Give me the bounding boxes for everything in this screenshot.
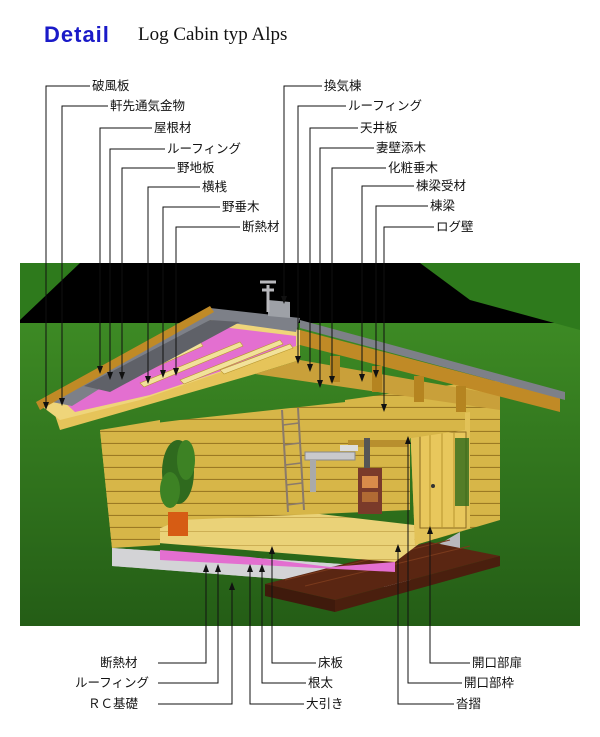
page-title: Detail: [44, 22, 110, 47]
label-batten: 横桟: [202, 179, 228, 194]
label-roofing-material: 屋根材: [154, 120, 192, 135]
floor-insulation: [160, 550, 395, 572]
label-eave-vent: 軒先通気金物: [110, 98, 186, 113]
potted-plant: [160, 440, 195, 536]
label-rafter: 野垂木: [222, 199, 260, 214]
label-roofing-felt-right: ルーフィング: [348, 98, 423, 113]
label-ridge-beam-support: 棟梁受材: [416, 178, 467, 193]
label-insulation-bottom: 断熱材: [100, 655, 138, 670]
label-threshold: 沓摺: [456, 696, 482, 711]
label-sleeper: 大引き: [306, 696, 344, 711]
label-gable-support: 妻壁添木: [376, 140, 427, 155]
label-ridge-beam: 棟梁: [430, 198, 456, 213]
stove: [358, 468, 382, 514]
label-insulation-top: 断熱材: [242, 219, 280, 234]
header: Detail Log Cabin typ Alps: [0, 0, 600, 62]
label-fascia-board: 破風板: [92, 78, 130, 93]
label-ceiling-board: 天井板: [360, 120, 398, 135]
label-sheathing: 野地板: [177, 160, 215, 175]
label-floor-board: 床板: [318, 655, 344, 670]
label-rc-foundation: ＲＣ基礎: [88, 696, 139, 711]
fascia-right: [300, 330, 560, 412]
label-log-wall: ログ壁: [436, 219, 474, 234]
fascia-left: [36, 306, 214, 410]
label-joist: 根太: [308, 675, 334, 690]
label-roofing-felt-bottom: ルーフィング: [75, 675, 150, 690]
label-decorative-rafter: 化粧垂木: [388, 160, 439, 175]
label-roofing-felt-top: ルーフィング: [167, 141, 242, 156]
label-ridge-vent: 換気棟: [324, 78, 362, 93]
label-door-frame: 開口部枠: [464, 675, 515, 690]
label-door: 開口部扉: [472, 655, 523, 670]
page-subtitle: Log Cabin typ Alps: [138, 24, 288, 45]
